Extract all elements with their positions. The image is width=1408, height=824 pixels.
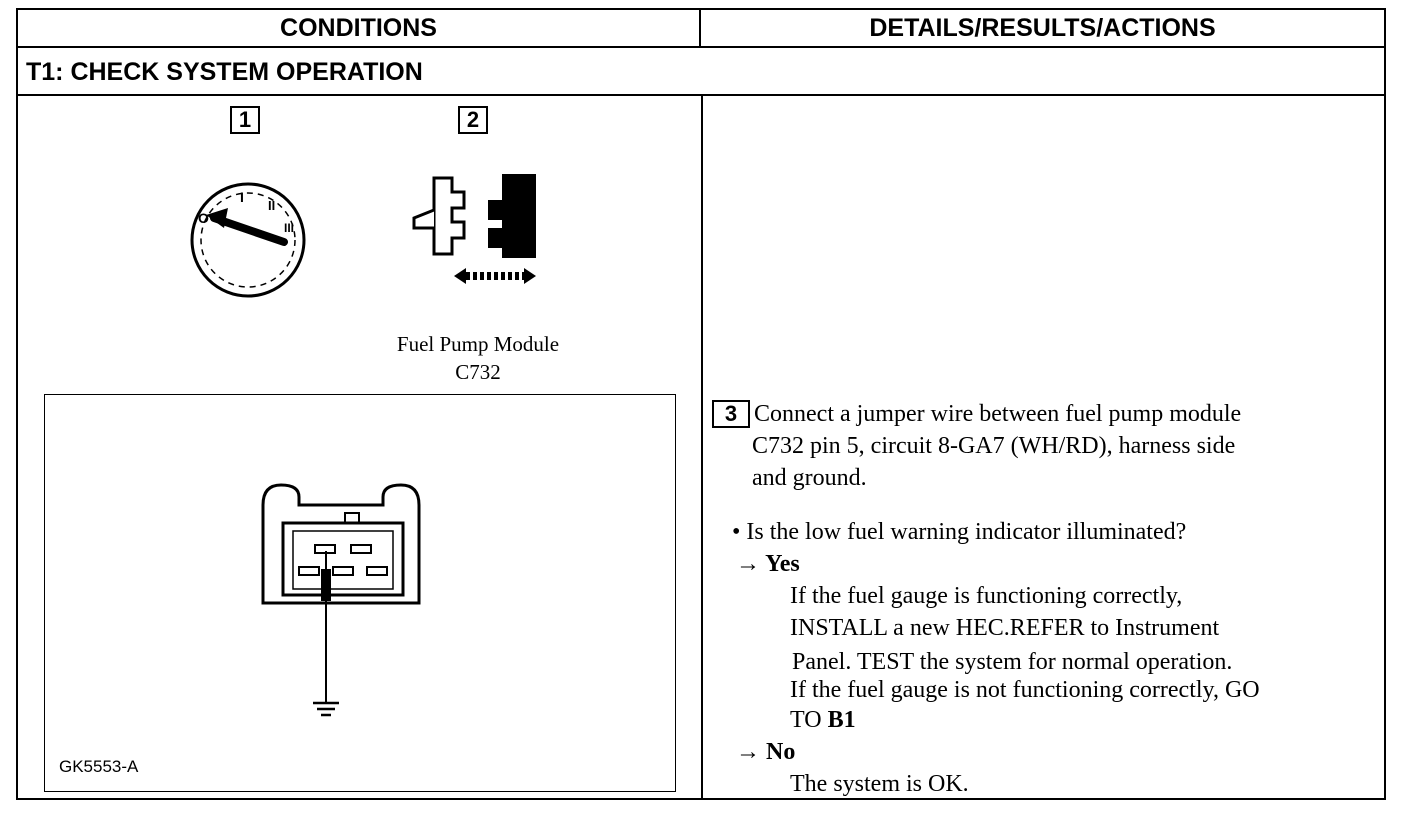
ground-symbol-icon — [313, 701, 339, 717]
connector-figure: GK5553-A — [44, 394, 676, 792]
test-step-title: T1: CHECK SYSTEM OPERATION — [26, 58, 423, 86]
step-number-2: 2 — [458, 106, 488, 134]
step-number-3: 3 — [712, 400, 750, 428]
connector-caption: Fuel Pump Module C732 — [358, 330, 598, 386]
diagnostic-table: CONDITIONS DETAILS/RESULTS/ACTIONS T1: C… — [16, 8, 1386, 800]
instruction-line-1: Connect a jumper wire between fuel pump … — [754, 401, 1242, 427]
instruction-line-2: C732 pin 5, circuit 8-GA7 (WH/RD), harne… — [752, 433, 1236, 459]
connector-disconnect-icon — [412, 174, 536, 284]
yes-goto-line: TO B1 — [790, 704, 856, 736]
yes-action-line-2: INSTALL a new HEC.REFER to Instrument — [790, 615, 1220, 641]
svg-text:II: II — [268, 198, 275, 213]
title-divider — [18, 94, 1384, 96]
no-result-label: → No — [736, 739, 796, 765]
no-action-line: The system is OK. — [790, 771, 969, 797]
figure-id-label: GK5553-A — [59, 757, 139, 776]
yes-action-line-4: If the fuel gauge is not functioning cor… — [790, 677, 1260, 703]
header-divider — [18, 46, 1384, 48]
connector-caption-line2: C732 — [455, 360, 501, 384]
svg-text:O: O — [198, 210, 209, 226]
connector-caption-line1: Fuel Pump Module — [396, 332, 560, 356]
svg-text:III: III — [284, 221, 294, 235]
yes-goto-prefix: TO — [790, 707, 828, 733]
conditions-header: CONDITIONS — [18, 10, 701, 46]
yes-action-line-1: If the fuel gauge is functioning correct… — [790, 583, 1183, 609]
instruction-line-3: and ground. — [752, 465, 867, 491]
yes-action-line-3: Panel. TEST the system for normal operat… — [792, 649, 1233, 675]
diagnostic-question: • Is the low fuel warning indicator illu… — [732, 519, 1187, 545]
column-divider — [701, 96, 703, 800]
step-number-1: 1 — [230, 106, 260, 134]
connector-pinout-icon — [261, 483, 421, 717]
yes-goto-target: B1 — [827, 707, 856, 733]
yes-result-label: → Yes — [736, 551, 800, 577]
svg-text:I: I — [240, 189, 244, 205]
ignition-switch-icon: O I II III — [190, 182, 306, 298]
details-header: DETAILS/RESULTS/ACTIONS — [869, 14, 1216, 42]
